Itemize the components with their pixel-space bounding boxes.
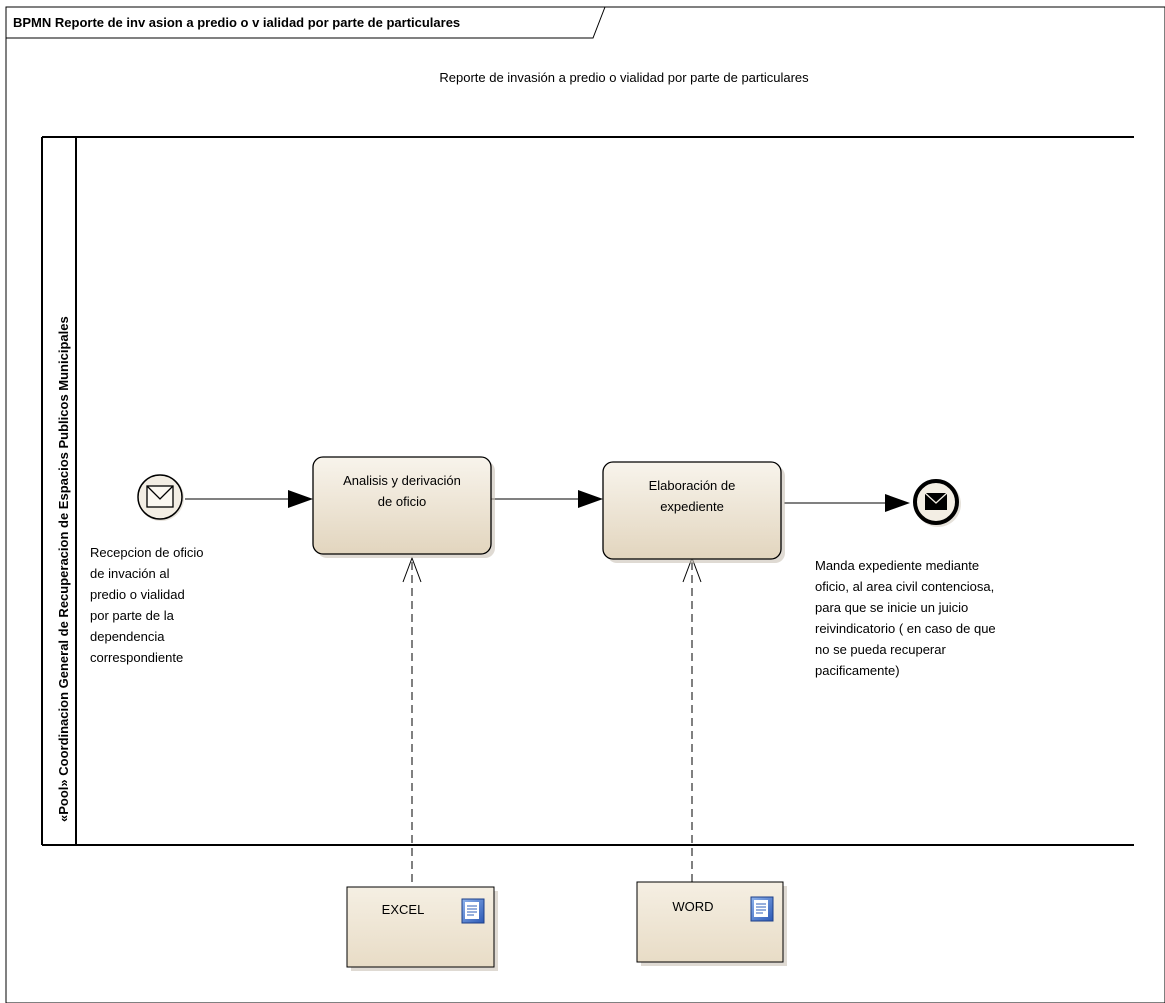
annotation-line: no se pueda recuperar <box>815 642 946 657</box>
annotation-line: Manda expediente mediante <box>815 558 979 573</box>
end-event-annotation: Manda expediente mediante oficio, al are… <box>815 558 996 678</box>
pool-label: «Pool» Coordinacion General de Recuperac… <box>56 316 71 822</box>
artifact-word[interactable]: WORD <box>636 881 787 966</box>
artifact-label: WORD <box>672 899 713 914</box>
end-event[interactable] <box>913 479 961 527</box>
annotation-line: correspondiente <box>90 650 183 665</box>
task-label: Analisis y derivación <box>343 473 461 488</box>
envelope-icon <box>146 485 174 508</box>
envelope-filled-icon <box>924 492 948 510</box>
task-label: Elaboración de <box>649 478 736 493</box>
annotation-line: oficio, al area civil contenciosa, <box>815 579 994 594</box>
annotation-line: dependencia <box>90 629 165 644</box>
annotation-line: pacificamente) <box>815 663 900 678</box>
flow-arrowhead <box>288 490 313 508</box>
frame-title: BPMN Reporte de inv asion a predio o v i… <box>13 15 460 30</box>
artifact-excel[interactable]: EXCEL <box>346 886 498 971</box>
diagram-frame: BPMN Reporte de inv asion a predio o v i… <box>5 6 1165 1003</box>
annotation-line: Recepcion de oficio <box>90 545 203 560</box>
flow-arrowhead <box>885 494 910 512</box>
document-icon <box>750 896 774 922</box>
associations <box>402 556 702 887</box>
annotation-line: reivindicatorio ( en caso de que <box>815 621 996 636</box>
sequence-flows <box>185 490 910 512</box>
annotation-line: de invación al <box>90 566 170 581</box>
annotation-line: predio o vialidad <box>90 587 185 602</box>
flow-arrowhead <box>578 490 603 508</box>
annotation-line: para que se inicie un juicio <box>815 600 968 615</box>
start-event-annotation: Recepcion de oficio de invación al predi… <box>90 545 203 665</box>
start-event[interactable] <box>137 474 184 521</box>
task-analisis-derivacion[interactable]: Analisis y derivación de oficio <box>312 456 495 558</box>
task-label: expediente <box>660 499 724 514</box>
diagram-title: Reporte de invasión a predio o vialidad … <box>439 70 809 85</box>
annotation-line: por parte de la <box>90 608 175 623</box>
task-elaboracion-expediente[interactable]: Elaboración de expediente <box>602 461 785 563</box>
task-label: de oficio <box>378 494 426 509</box>
document-icon <box>461 898 485 924</box>
artifact-label: EXCEL <box>382 902 425 917</box>
pool[interactable]: «Pool» Coordinacion General de Recuperac… <box>41 136 1134 846</box>
